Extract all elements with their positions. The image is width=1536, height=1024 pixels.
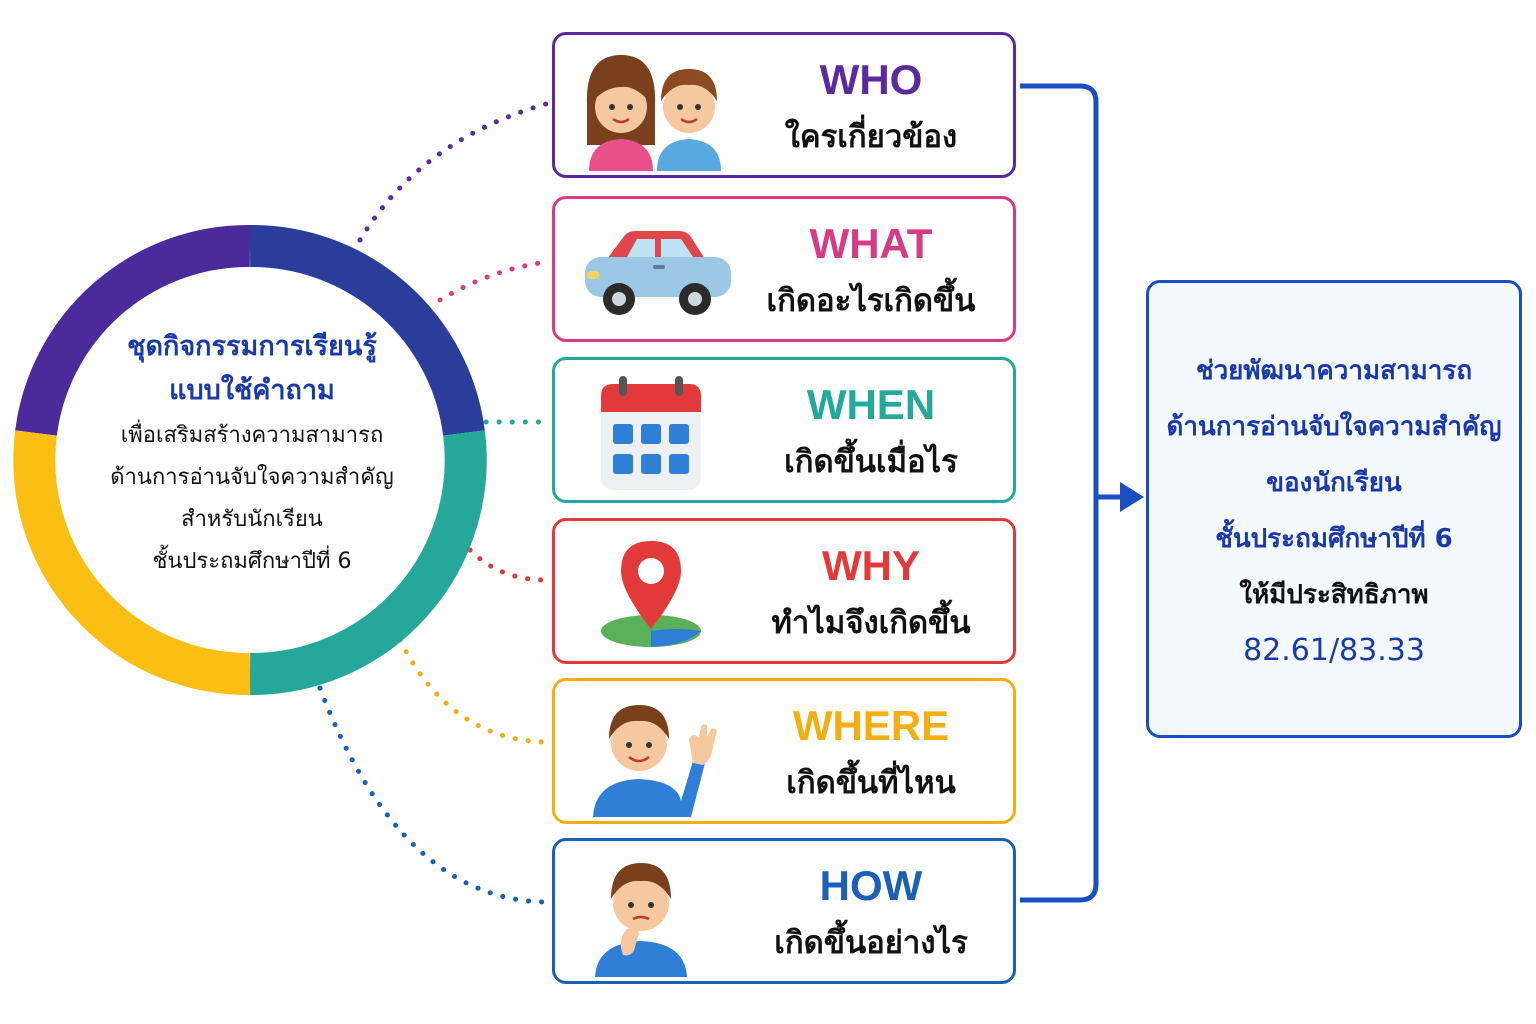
question-thai: เกิดขึ้นเมื่อไร bbox=[784, 444, 958, 480]
center-sub-line2: ด้านการอ่านจับใจความสำคัญ bbox=[110, 465, 394, 490]
question-thai: ใครเกี่ยวข้อง bbox=[784, 119, 958, 155]
center-sub-line1: เพื่อเสริมสร้างความสามารถ bbox=[120, 423, 384, 448]
ring-segment-purple bbox=[15, 224, 251, 436]
question-thai: เกิดขึ้นอย่างไร bbox=[774, 925, 968, 961]
car-icon bbox=[585, 231, 731, 315]
dotted-line-what bbox=[437, 259, 549, 303]
ring-segment-yellow bbox=[13, 430, 251, 696]
question-word: WHO bbox=[819, 56, 923, 103]
result-line-5: ให้มีประสิทธิภาพ bbox=[1239, 580, 1429, 610]
center-sub-line3: สำหรับนักเรียน bbox=[181, 507, 323, 532]
calendar-icon bbox=[601, 376, 701, 490]
question-word: WHY bbox=[822, 542, 920, 589]
dotted-line-who bbox=[357, 101, 549, 243]
result-line-4: ชั้นประถมศึกษาปีที่ 6 bbox=[1215, 524, 1453, 554]
result-line-1: ช่วยพัฒนาความสามารถ bbox=[1195, 356, 1473, 386]
center-ring bbox=[13, 224, 487, 696]
dotted-line-how bbox=[317, 685, 549, 905]
thinking-boy-icon bbox=[595, 863, 687, 977]
dotted-line-why bbox=[467, 547, 549, 583]
center-label: ชุดกิจกรรมการเรียนรู้ แบบใช้คำถาม เพื่อเ… bbox=[70, 325, 434, 583]
bracket-connector bbox=[1020, 83, 1144, 903]
question-box-how: HOW เกิดขึ้นอย่างไร bbox=[552, 838, 1016, 984]
ring-segment-teal bbox=[249, 430, 487, 696]
question-word: WHEN bbox=[806, 381, 936, 428]
question-thai: เกิดอะไรเกิดขึ้น bbox=[766, 283, 976, 319]
center-title-line2: แบบใช้คำถาม bbox=[169, 375, 335, 406]
children-icon bbox=[586, 55, 721, 171]
ring-segment-navy bbox=[249, 224, 485, 436]
center-sub-line4: ชั้นประถมศึกษาปีที่ 6 bbox=[152, 549, 352, 574]
question-thai: เกิดขึ้นที่ไหน bbox=[786, 765, 956, 801]
dotted-connectors bbox=[317, 101, 549, 905]
result-line-2: ด้านการอ่านจับใจความสำคัญ bbox=[1166, 412, 1502, 442]
center-title-line1: ชุดกิจกรรมการเรียนรู้ bbox=[127, 331, 377, 362]
question-word: HOW bbox=[819, 862, 923, 909]
question-box-where: WHERE เกิดขึ้นที่ไหน bbox=[552, 678, 1016, 824]
dotted-line-where bbox=[397, 637, 549, 745]
arrow-head-icon bbox=[1120, 482, 1144, 512]
question-word: WHERE bbox=[792, 702, 950, 749]
result-box: ช่วยพัฒนาความสามารถ ด้านการอ่านจับใจความ… bbox=[1146, 280, 1522, 738]
question-word: WHAT bbox=[809, 220, 933, 267]
result-efficiency-value: 82.61/83.33 bbox=[1243, 633, 1425, 668]
question-box-why: WHY ทำไมจึงเกิดขึ้น bbox=[552, 518, 1016, 664]
waving-boy-icon bbox=[593, 705, 717, 817]
question-box-when: WHEN เกิดขึ้นเมื่อไร bbox=[552, 357, 1016, 503]
question-box-what: WHAT เกิดอะไรเกิดขึ้น bbox=[552, 196, 1016, 342]
question-thai: ทำไมจึงเกิดขึ้น bbox=[771, 605, 971, 641]
question-box-who: WHO ใครเกี่ยวข้อง bbox=[552, 32, 1016, 178]
result-line-3: ของนักเรียน bbox=[1266, 468, 1402, 498]
map-pin-icon bbox=[601, 541, 701, 647]
